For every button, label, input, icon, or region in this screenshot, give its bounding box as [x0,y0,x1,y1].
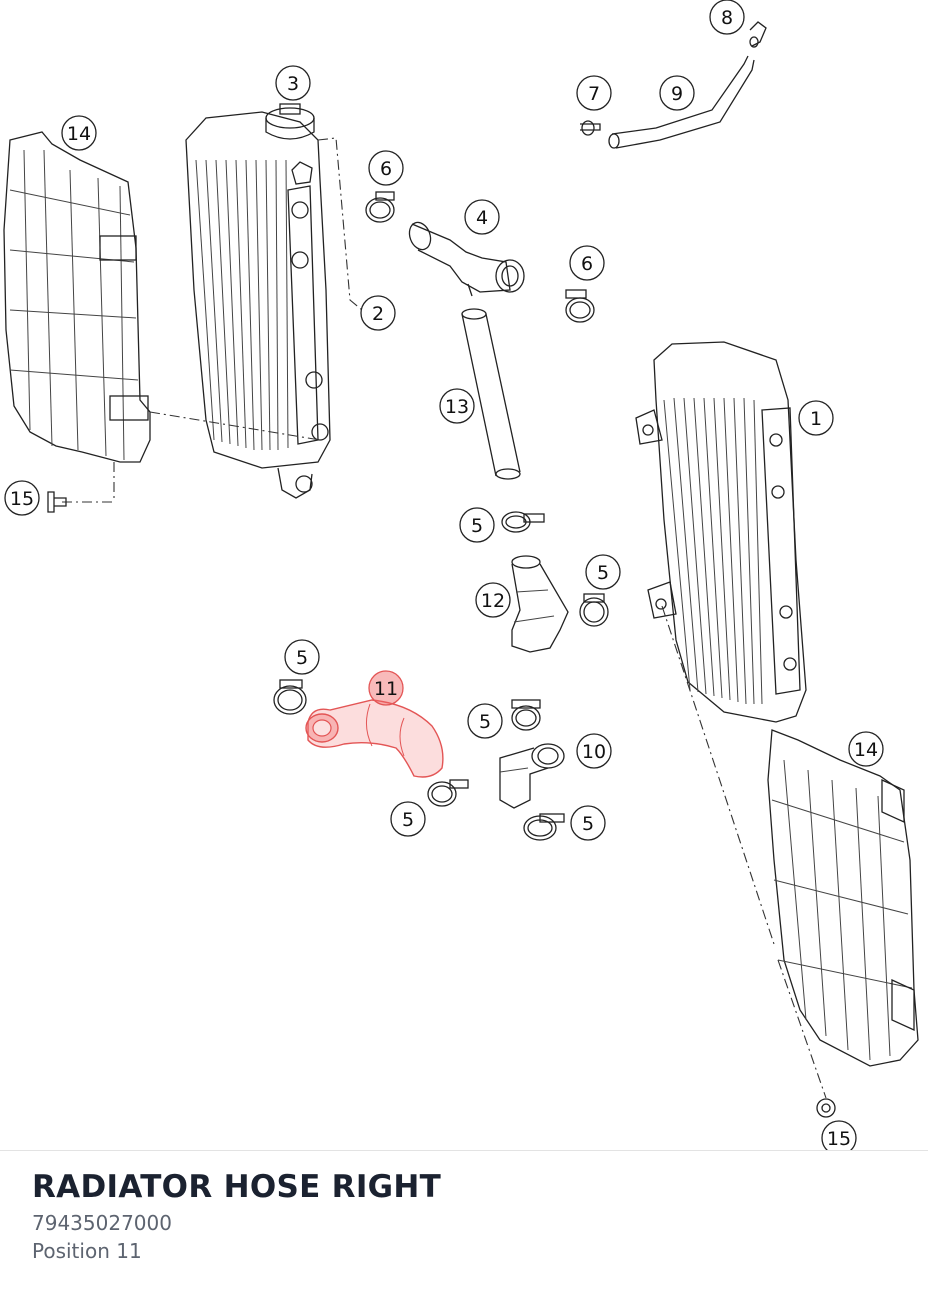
callout-14-left[interactable]: 14 [61,115,97,151]
clamp-5-hose12[interactable] [579,593,609,627]
svg-text:7: 7 [588,83,600,105]
svg-text:6: 6 [380,158,392,180]
svg-text:5: 5 [582,813,594,835]
callout-10[interactable]: 10 [576,733,612,769]
svg-text:15: 15 [827,1128,851,1150]
svg-text:14: 14 [854,739,878,761]
svg-text:3: 3 [287,73,299,95]
svg-text:2: 2 [372,303,384,325]
hose-12[interactable] [511,555,569,653]
callout-6-left[interactable]: 6 [368,150,404,186]
part-info-panel: RADIATOR HOSE RIGHT 79435027000 Position… [0,1150,928,1291]
radiator-shroud-left[interactable] [3,131,151,463]
svg-text:5: 5 [479,711,491,733]
clamp-5-upper[interactable] [501,511,545,533]
clamp-6-right[interactable] [565,289,595,323]
clamp-5-hose10-bottom[interactable] [523,813,565,841]
callout-12[interactable]: 12 [475,582,511,618]
clamp-6-left[interactable] [365,191,395,223]
callout-2[interactable]: 2 [360,295,396,331]
callout-15-left[interactable]: 15 [4,480,40,516]
callout-5-hose11-right[interactable]: 5 [390,801,426,837]
hose-4[interactable] [406,219,525,297]
radiator-left[interactable] [185,111,331,499]
svg-text:12: 12 [481,590,505,612]
callout-13[interactable]: 13 [439,388,475,424]
bolt-15-left[interactable] [47,491,67,513]
svg-text:5: 5 [402,809,414,831]
radiator-cap[interactable] [265,103,315,140]
svg-text:8: 8 [721,7,733,29]
radiator-right[interactable] [635,341,807,723]
callout-9[interactable]: 9 [659,75,695,111]
part-number: 79435027000 [32,1211,172,1235]
svg-text:14: 14 [67,123,91,145]
callout-5-hose12[interactable]: 5 [585,554,621,590]
callout-5-hose11-left[interactable]: 5 [284,639,320,675]
svg-text:5: 5 [471,515,483,537]
callout-8[interactable]: 8 [709,0,745,35]
hose-9[interactable] [608,55,755,149]
radiator-hose-right[interactable] [305,699,444,778]
grommet-15-right[interactable] [816,1098,836,1118]
svg-text:4: 4 [476,207,488,229]
svg-text:5: 5 [597,562,609,584]
pipe-13[interactable] [461,308,521,480]
clamp-5-hose10-top[interactable] [511,699,541,731]
callout-5-upper[interactable]: 5 [459,507,495,543]
hose-10[interactable] [499,743,565,809]
svg-text:6: 6 [581,253,593,275]
callout-11[interactable]: 11 [368,670,404,706]
part-name: RADIATOR HOSE RIGHT [32,1169,442,1205]
exploded-parts-diagram: 1 2 3 4 5 5 5 5 5 5 6 6 7 8 9 10 11 12 1… [3,0,919,1156]
svg-text:13: 13 [445,396,469,418]
svg-text:15: 15 [10,488,34,510]
callout-6-right[interactable]: 6 [569,245,605,281]
callout-4[interactable]: 4 [464,199,500,235]
svg-text:1: 1 [810,408,822,430]
clamp-7[interactable] [580,120,601,136]
svg-text:11: 11 [374,678,398,700]
svg-text:10: 10 [582,741,606,763]
callout-3[interactable]: 3 [275,65,311,101]
callout-14-right[interactable]: 14 [848,731,884,767]
fitting-8[interactable] [749,21,767,48]
svg-text:9: 9 [671,83,683,105]
part-position: Position 11 [32,1239,142,1263]
svg-text:5: 5 [296,647,308,669]
callout-15-right[interactable]: 15 [821,1120,857,1156]
callout-5-hose10-bottom[interactable]: 5 [570,805,606,841]
callout-7[interactable]: 7 [576,75,612,111]
callout-1[interactable]: 1 [798,400,834,436]
clamp-5-hose11-left[interactable] [273,679,307,715]
callout-5-hose10-top[interactable]: 5 [467,703,503,739]
clamp-5-hose11-right[interactable] [427,779,469,807]
radiator-shroud-right[interactable] [767,729,919,1067]
